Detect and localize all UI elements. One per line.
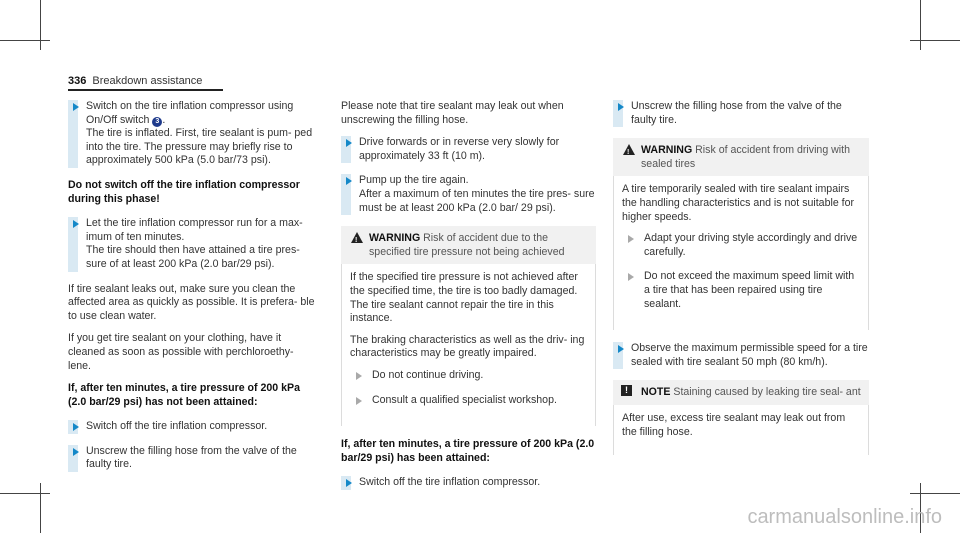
warning-triangle-icon [623, 144, 635, 160]
column-3: Unscrew the filling hose from the valve … [613, 100, 869, 467]
arrow-right-icon [346, 177, 352, 186]
warning-body: A tire temporarily sealed with tire seal… [613, 176, 869, 331]
warning-header: WARNING Risk of accident from driving wi… [613, 138, 869, 177]
arrow-right-icon [346, 139, 352, 148]
crop-mark [920, 483, 921, 533]
header-rule [68, 89, 223, 91]
note-box: ! NOTE Staining caused by leaking tire s… [613, 380, 869, 456]
crop-mark [40, 483, 41, 533]
crop-mark [910, 40, 960, 41]
step-text: Switch off the tire inflation compressor… [359, 476, 541, 489]
note-body: After use, excess tire sealant may leak … [613, 404, 869, 456]
arrow-right-icon [346, 479, 352, 488]
section-title: Breakdown assistance [92, 75, 203, 87]
step: Unscrew the filling hose from the valve … [613, 100, 869, 128]
arrow-right-icon [73, 103, 79, 111]
step: Switch off the tire inflation compressor… [341, 476, 596, 490]
warning-label: WARNING [641, 144, 693, 157]
paragraph: If you get tire sealant on your clothing… [68, 332, 294, 372]
step-text: Switch on the tire inflation compressor … [86, 100, 294, 127]
step: Consult a qualified specialist workshop. [350, 394, 587, 408]
warning-title: Risk of accident from driving with seale… [641, 144, 850, 170]
warning-header: WARNING Risk of accident due to the spec… [341, 226, 596, 265]
step-text: Pump up the tire again. [359, 174, 469, 187]
step: Let the tire inflation compressor run fo… [68, 217, 318, 272]
crop-mark [0, 40, 50, 41]
step-text: Adapt your driving style accordingly and… [644, 232, 858, 258]
page-header: 336 Breakdown assistance [68, 75, 202, 87]
section-heading: Do not switch off the tire inflation com… [68, 178, 300, 205]
paragraph: After use, excess tire sealant may leak … [622, 411, 846, 438]
section-heading: If, after ten minutes, a tire pressure o… [341, 438, 595, 464]
step-text: Do not exceed the maximum speed limit wi… [644, 270, 855, 310]
crop-mark [920, 0, 921, 50]
warning-label: WARNING [369, 232, 421, 245]
step: Pump up the tire again. After a maximum … [341, 174, 596, 215]
arrow-right-icon [628, 235, 634, 244]
step-result: After a maximum of ten minutes the tire … [359, 187, 595, 214]
step-text: Switch off the tire inflation compressor… [86, 420, 268, 433]
column-1: Switch on the tire inflation compressor … [68, 100, 318, 483]
crop-mark [40, 0, 41, 50]
section-heading: If, after ten minutes, a tire pressure o… [68, 382, 300, 408]
note-title: Staining caused by leaking tire seal- an… [673, 386, 861, 399]
crop-mark [0, 493, 50, 494]
step: Drive forwards or in reverse very slowly… [341, 136, 596, 164]
step: Do not exceed the maximum speed limit wi… [622, 270, 860, 311]
callout-badge: 3 [152, 116, 163, 127]
step-text: Observe the maximum permissible speed fo… [631, 342, 868, 368]
note-icon: ! [621, 385, 632, 397]
warning-box: WARNING Risk of accident from driving wi… [613, 138, 869, 331]
arrow-right-icon [356, 396, 362, 405]
step-text: Let the tire inflation compressor run fo… [86, 217, 303, 243]
arrow-right-icon [73, 447, 79, 456]
column-2: Please note that tire sealant may leak o… [341, 100, 596, 501]
step-text: Unscrew the filling hose from the valve … [631, 100, 842, 126]
page-number: 336 [68, 75, 87, 87]
step: Do not continue driving. [350, 369, 587, 383]
step: Unscrew the filling hose from the valve … [68, 444, 318, 473]
warning-body: If the specified tire pressure is not ac… [341, 264, 596, 427]
step: Switch off the tire inflation compressor… [68, 420, 318, 434]
step-text: Do not continue driving. [372, 368, 484, 381]
arrow-right-icon [618, 345, 624, 354]
arrow-right-icon [356, 371, 362, 380]
arrow-right-icon [73, 220, 79, 229]
watermark: carmanualsonline.info [747, 506, 942, 528]
arrow-right-icon [618, 103, 624, 111]
step-text: Consult a qualified specialist workshop. [372, 393, 557, 406]
note-header: ! NOTE Staining caused by leaking tire s… [613, 380, 869, 405]
arrow-right-icon [628, 273, 634, 282]
note-label: NOTE [641, 386, 671, 399]
step: Switch on the tire inflation compressor … [68, 100, 318, 168]
warning-triangle-icon [351, 232, 363, 248]
step: Adapt your driving style accordingly and… [622, 232, 860, 259]
step-text: Unscrew the filling hose from the valve … [86, 444, 297, 471]
arrow-right-icon [73, 423, 79, 432]
warning-title: Risk of accident due to the specified ti… [369, 232, 565, 258]
step-text: Drive forwards or in reverse very slowly… [359, 136, 560, 162]
paragraph: If tire sealant leaks out, make sure you… [68, 282, 315, 322]
step-result: The tire should then have attained a tir… [86, 244, 300, 270]
step: Observe the maximum permissible speed fo… [613, 342, 869, 370]
paragraph: Please note that tire sealant may leak o… [341, 100, 564, 126]
paragraph: The braking characteristics as well as t… [350, 333, 585, 360]
crop-mark [910, 493, 960, 494]
paragraph: If the specified tire pressure is not ac… [350, 271, 578, 325]
warning-box: WARNING Risk of accident due to the spec… [341, 226, 596, 427]
paragraph: A tire temporarily sealed with tire seal… [622, 183, 855, 223]
step-result: The tire is inflated. First, tire sealan… [86, 127, 313, 167]
